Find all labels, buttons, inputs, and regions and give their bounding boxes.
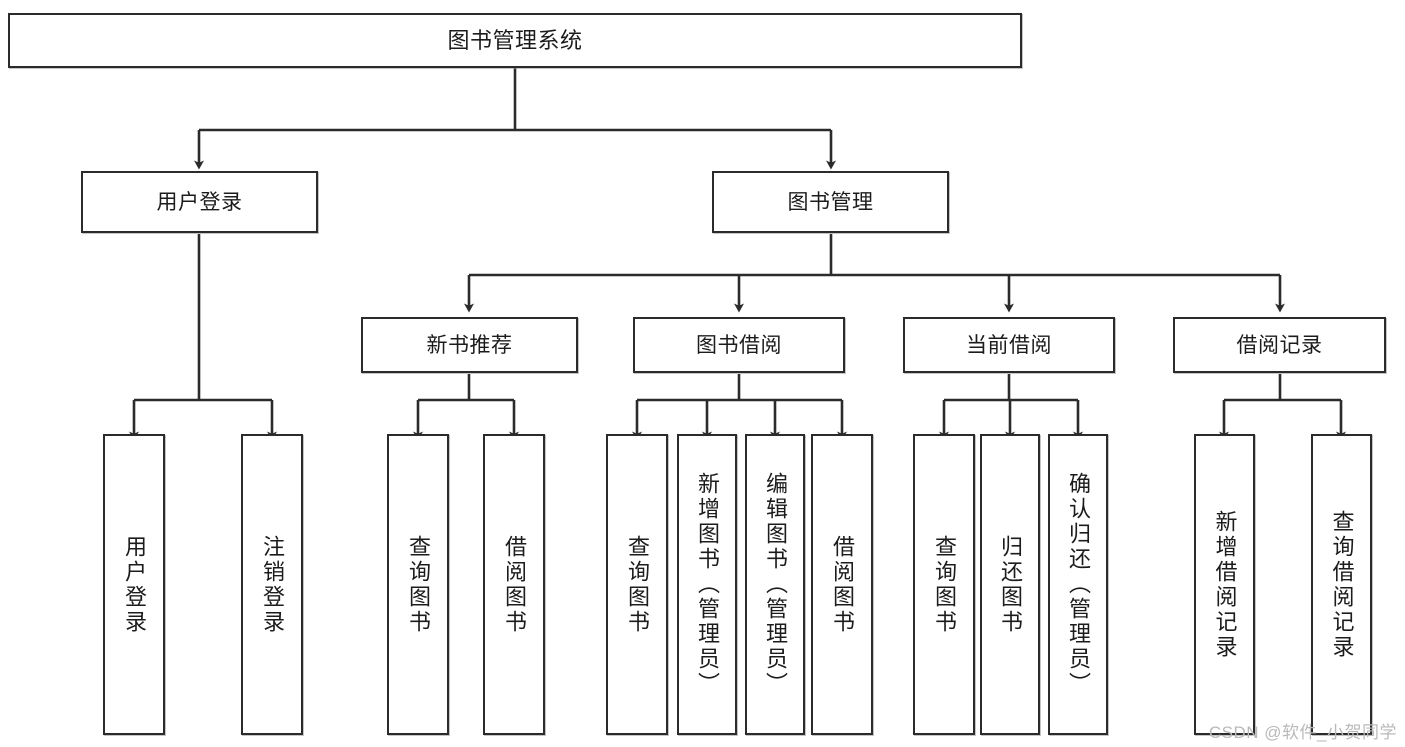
leaf-recommend-borrow-book[interactable]: 借阅图书 [483, 434, 545, 735]
leaf-current-query-book[interactable]: 查询图书 [913, 434, 975, 735]
leaf-recommend-query-book[interactable]: 查询图书 [387, 434, 449, 735]
node-label: 借阅记录 [1236, 333, 1323, 357]
node-label: 查询图书 [405, 534, 431, 635]
node-label: 查询图书 [931, 534, 957, 635]
node-borrowing-record[interactable]: 借阅记录 [1173, 317, 1386, 373]
node-label: 图书借阅 [696, 333, 782, 357]
node-label: 借阅图书 [501, 534, 527, 635]
node-label: 注销登录 [259, 534, 285, 635]
node-label: 查询图书 [624, 534, 650, 635]
node-label: 图书管理系统 [447, 27, 583, 53]
node-label: 归还图书 [997, 534, 1023, 635]
node-label: 查询借阅记录 [1329, 509, 1355, 660]
node-user-login[interactable]: 用户登录 [81, 171, 318, 233]
node-label: 用户登录 [121, 534, 147, 635]
node-book-borrowing[interactable]: 图书借阅 [633, 317, 845, 373]
leaf-borrow-add-book-admin[interactable]: 新增图书（管理员） [677, 434, 737, 735]
leaf-borrow-borrow-book[interactable]: 借阅图书 [811, 434, 873, 735]
node-root-book-management-system[interactable]: 图书管理系统 [8, 13, 1022, 68]
leaf-current-confirm-return-admin[interactable]: 确认归还（管理员） [1048, 434, 1108, 735]
node-label: 新增图书（管理员） [694, 472, 720, 697]
leaf-borrow-edit-book-admin[interactable]: 编辑图书（管理员） [745, 434, 805, 735]
node-label: 用户登录 [156, 190, 243, 214]
node-label: 新书推荐 [426, 333, 513, 357]
leaf-record-query-record[interactable]: 查询借阅记录 [1311, 434, 1372, 735]
leaf-user-login-logout[interactable]: 注销登录 [241, 434, 303, 735]
csdn-watermark: CSDN @软件_小贺同学 [1208, 723, 1397, 742]
node-current-borrowing[interactable]: 当前借阅 [903, 317, 1115, 373]
leaf-record-add-record[interactable]: 新增借阅记录 [1194, 434, 1255, 735]
leaf-user-login-login[interactable]: 用户登录 [103, 434, 165, 735]
leaf-current-return-book[interactable]: 归还图书 [980, 434, 1040, 735]
node-label: 当前借阅 [966, 333, 1052, 357]
node-new-book-recommendation[interactable]: 新书推荐 [361, 317, 578, 373]
leaf-borrow-query-book[interactable]: 查询图书 [606, 434, 668, 735]
node-label: 编辑图书（管理员） [762, 472, 788, 697]
node-label: 新增借阅记录 [1212, 509, 1238, 660]
node-label: 借阅图书 [829, 534, 855, 635]
node-book-management[interactable]: 图书管理 [712, 171, 949, 233]
node-label: 图书管理 [787, 190, 874, 214]
node-label: 确认归还（管理员） [1065, 472, 1091, 697]
